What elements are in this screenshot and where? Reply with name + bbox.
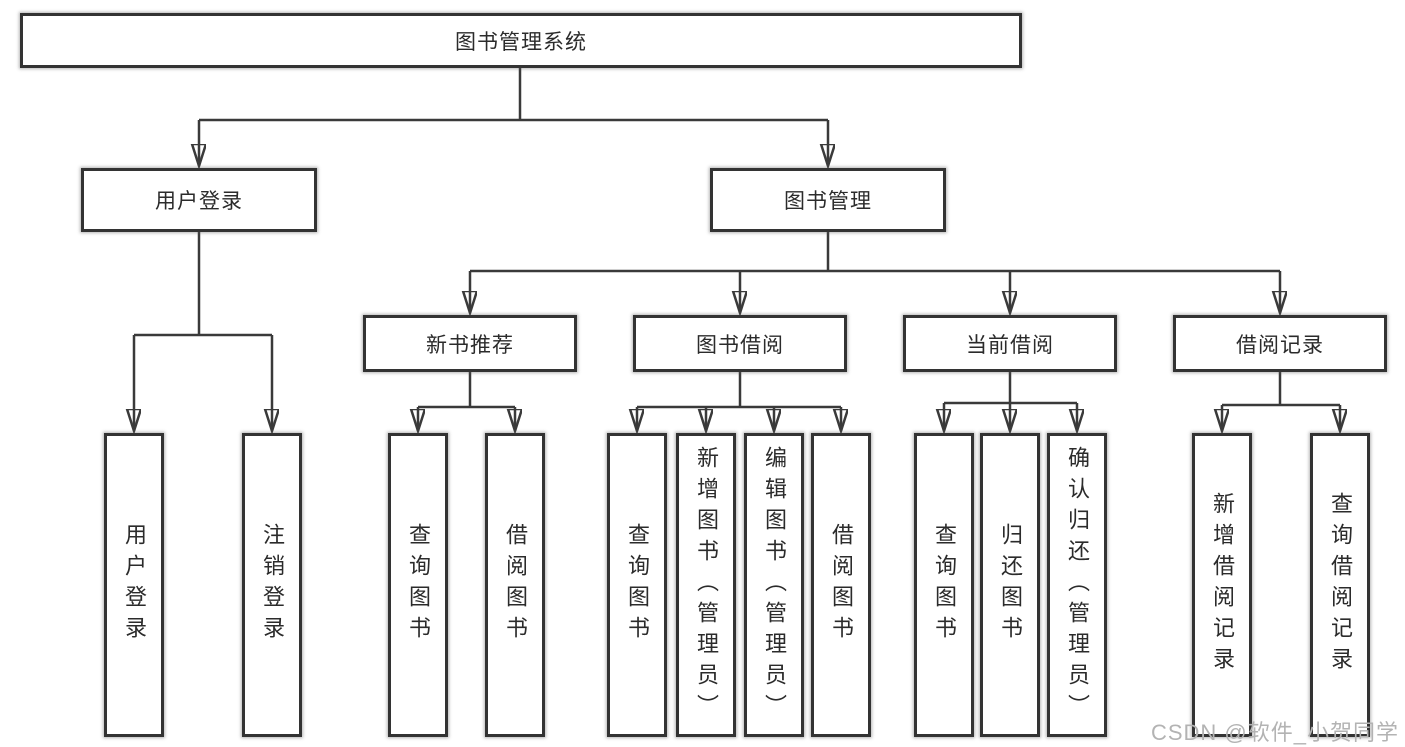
leaf-borrow-books-borrow: 借阅图书 <box>811 433 871 737</box>
node-current-borrow: 当前借阅 <box>903 315 1117 372</box>
csdn-watermark: CSDN @软件_小贺同学 <box>1150 720 1399 745</box>
leaf-confirm-return-admin: 确认归还（管理员） <box>1047 433 1107 737</box>
leaf-query-borrow-record: 查询借阅记录 <box>1310 433 1370 737</box>
node-user-login: 用户登录 <box>81 168 317 232</box>
node-borrow-records: 借阅记录 <box>1173 315 1387 372</box>
leaf-query-books-recommend: 查询图书 <box>388 433 448 737</box>
leaf-return-books: 归还图书 <box>980 433 1040 737</box>
leaf-user-login: 用户登录 <box>104 433 164 737</box>
leaf-borrow-books-recommend: 借阅图书 <box>485 433 545 737</box>
node-book-management: 图书管理 <box>710 168 946 232</box>
leaf-add-borrow-record: 新增借阅记录 <box>1192 433 1252 737</box>
leaf-query-books-current: 查询图书 <box>914 433 974 737</box>
node-new-book-recommend: 新书推荐 <box>363 315 577 372</box>
leaf-query-books-borrow: 查询图书 <box>607 433 667 737</box>
leaf-logout: 注销登录 <box>242 433 302 737</box>
node-root: 图书管理系统 <box>20 13 1022 68</box>
node-book-borrow: 图书借阅 <box>633 315 847 372</box>
leaf-edit-book-admin: 编辑图书（管理员） <box>744 433 804 737</box>
leaf-add-book-admin: 新增图书（管理员） <box>676 433 736 737</box>
